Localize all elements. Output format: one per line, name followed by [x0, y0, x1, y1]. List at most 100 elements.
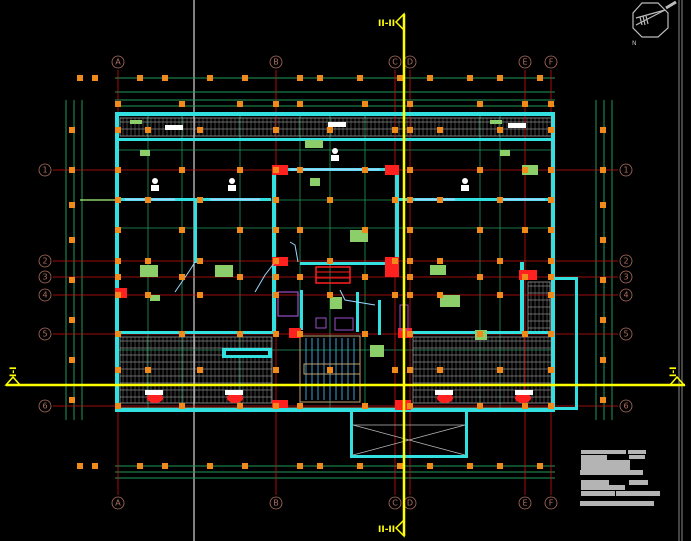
- svg-text:N: N: [632, 40, 637, 47]
- dimension-tick: [207, 463, 213, 469]
- grid-bubble-column-C: C: [388, 496, 402, 510]
- column: [548, 127, 554, 133]
- grid-bubble-label: 5: [42, 330, 47, 339]
- column: [297, 227, 303, 233]
- wall: [300, 290, 303, 330]
- grid-bubble-circle: [518, 55, 532, 69]
- column: [237, 227, 243, 233]
- column: [407, 292, 413, 298]
- wall-void: [226, 351, 268, 355]
- grid-bubble-circle: [38, 163, 52, 177]
- column: [407, 403, 413, 409]
- grid-bubble-circle: [269, 496, 283, 510]
- column: [477, 227, 483, 233]
- grid-bubble-row-4: 4: [38, 288, 52, 302]
- grid-bubble-label: 5: [623, 330, 628, 339]
- grid-bubble-label: D: [407, 58, 413, 67]
- column: [145, 367, 151, 373]
- column: [548, 101, 554, 107]
- column: [115, 167, 121, 173]
- dimension-tick: [162, 463, 168, 469]
- wall: [300, 262, 395, 265]
- column: [407, 127, 413, 133]
- column: [548, 331, 554, 337]
- dimension-tick: [69, 237, 75, 243]
- north-arrow-icon: N: [632, 0, 677, 47]
- column: [327, 127, 333, 133]
- column: [237, 101, 243, 107]
- fixture-label: [328, 122, 346, 127]
- column: [548, 258, 554, 264]
- dimension-tick: [242, 75, 248, 81]
- section-line-horizontal[interactable]: I-I I-I: [4, 367, 686, 387]
- porch-line: [352, 424, 466, 456]
- column: [179, 331, 185, 337]
- furniture-block: [130, 120, 142, 124]
- dimension-tick: [92, 75, 98, 81]
- grid-bubble-row-3: 3: [619, 270, 633, 284]
- dimension-tick: [162, 75, 168, 81]
- grid-bubble-circle: [619, 399, 633, 413]
- column: [237, 331, 243, 337]
- dimension-tick: [297, 463, 303, 469]
- equipment: [385, 165, 399, 175]
- dimension-tick: [537, 463, 543, 469]
- column: [437, 127, 443, 133]
- grid-bubble-column-A: A: [111, 55, 125, 69]
- column: [477, 167, 483, 173]
- column: [273, 292, 279, 298]
- column: [548, 274, 554, 280]
- equipment: [272, 400, 288, 408]
- grid-bubble-column-E: E: [518, 55, 532, 69]
- grid-bubble-circle: [544, 55, 558, 69]
- column: [297, 274, 303, 280]
- grid-bubble-row-5: 5: [38, 327, 52, 341]
- column: [437, 292, 443, 298]
- dimension-tick: [137, 463, 143, 469]
- grid-bubble-label: E: [522, 58, 527, 67]
- column: [273, 167, 279, 173]
- sanitary-fixture: [147, 393, 163, 403]
- column: [548, 367, 554, 373]
- pipe: [174, 261, 196, 293]
- grid-bubble-label: 4: [623, 291, 628, 300]
- column: [548, 292, 554, 298]
- column: [522, 227, 528, 233]
- dimension-tick: [69, 127, 75, 133]
- grid-bubble-circle: [619, 163, 633, 177]
- grid-bubble-circle: [619, 254, 633, 268]
- grid-bubble-label: 2: [623, 257, 628, 266]
- column: [477, 101, 483, 107]
- grid-bubble-circle: [619, 327, 633, 341]
- dimension-tick: [317, 463, 323, 469]
- dimension-tick: [397, 463, 403, 469]
- dimension-tick: [467, 75, 473, 81]
- section-label-bottom: II-II: [378, 525, 395, 535]
- column: [437, 367, 443, 373]
- fixture-label: [515, 390, 533, 395]
- outlet-symbol: [152, 178, 158, 184]
- column: [179, 403, 185, 409]
- column: [497, 258, 503, 264]
- grid-bubble-label: 3: [623, 273, 628, 282]
- column: [273, 403, 279, 409]
- column: [407, 274, 413, 280]
- grid-bubble-row-6: 6: [38, 399, 52, 413]
- grid-bubble-label: C: [392, 58, 398, 67]
- column: [522, 403, 528, 409]
- grid-bubble-circle: [544, 496, 558, 510]
- column: [522, 101, 528, 107]
- column: [407, 367, 413, 373]
- column: [407, 258, 413, 264]
- column: [522, 274, 528, 280]
- furniture-block: [215, 265, 233, 277]
- column: [477, 274, 483, 280]
- furniture-block: [330, 297, 342, 309]
- grid-bubble-circle: [111, 496, 125, 510]
- column: [392, 292, 398, 298]
- equipment: [272, 165, 288, 175]
- outlet-symbol: [461, 185, 469, 191]
- wall: [520, 262, 524, 334]
- section-line-vertical[interactable]: II-II II-II: [378, 12, 406, 538]
